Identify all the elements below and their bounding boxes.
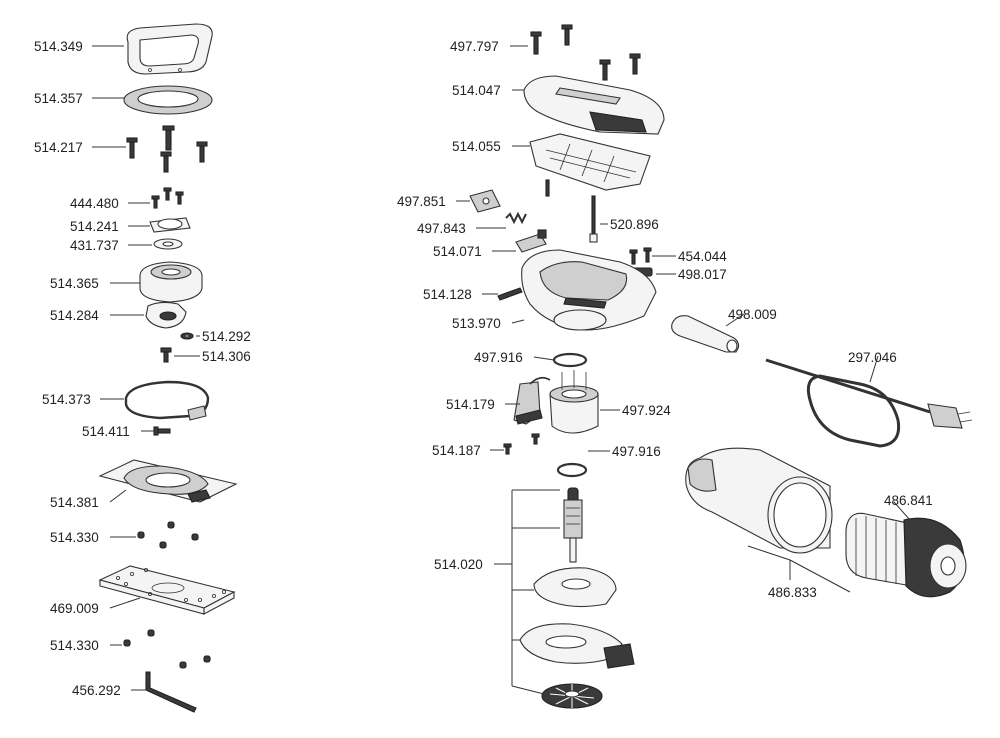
part-armature — [563, 487, 583, 563]
part-switch — [515, 229, 547, 253]
part-top-cover — [523, 75, 665, 135]
label-514-306: 514.306 — [202, 349, 251, 364]
part-spring — [505, 211, 527, 225]
part-filter-cartridge — [845, 512, 967, 598]
label-497-797: 497.797 — [450, 39, 499, 54]
part-pin — [589, 195, 598, 243]
part-screw-514306 — [160, 347, 172, 363]
label-514-047: 514.047 — [452, 83, 501, 98]
part-dust-port — [519, 623, 635, 669]
part-screws-497797 — [530, 24, 641, 81]
part-gasket — [123, 85, 213, 115]
part-switch-plate — [469, 189, 501, 213]
part-hex-key — [145, 671, 197, 713]
part-screw-514411 — [153, 426, 171, 436]
label-497-851: 497.851 — [397, 194, 446, 209]
part-counterweight — [145, 301, 187, 329]
label-514-179: 514.179 — [446, 397, 495, 412]
label-497-916-lower: 497.916 — [612, 444, 661, 459]
part-stator — [549, 370, 599, 434]
part-fan — [541, 683, 603, 709]
label-520-896: 520.896 — [610, 217, 659, 232]
label-498-017: 498.017 — [678, 267, 727, 282]
part-filter-canister — [685, 447, 833, 554]
leader-lines — [92, 45, 911, 695]
label-514-292: 514.292 — [202, 329, 251, 344]
label-514-128: 514.128 — [423, 287, 472, 302]
part-base-plate — [98, 459, 238, 503]
label-486-833: 486.833 — [768, 585, 817, 600]
label-486-841: 486.841 — [884, 493, 933, 508]
part-screws-514217 — [126, 125, 208, 173]
label-514-411: 514.411 — [82, 424, 130, 439]
part-screws-444480 — [151, 187, 184, 209]
part-screws-454044 — [629, 247, 652, 265]
label-514-020: 514.020 — [434, 557, 483, 572]
part-sanding-pad — [98, 565, 236, 615]
label-514-373: 514.373 — [42, 392, 91, 407]
label-444-480: 444.480 — [70, 196, 119, 211]
part-brush-holder — [513, 376, 551, 425]
label-514-241: 514.241 — [70, 219, 119, 234]
label-497-843: 497.843 — [417, 221, 466, 236]
part-clamp-band — [124, 380, 210, 421]
part-eccentric-housing — [139, 261, 203, 303]
part-washer — [153, 238, 183, 250]
part-small-washer — [180, 332, 194, 340]
label-454-044: 454.044 — [678, 249, 727, 264]
label-513-970: 513.970 — [452, 316, 501, 331]
part-oring-upper — [552, 352, 588, 368]
label-514-217: 514.217 — [34, 140, 83, 155]
part-power-cord — [765, 358, 973, 448]
label-514-381: 514.381 — [50, 495, 99, 510]
label-497-916-upper: 497.916 — [474, 350, 523, 365]
part-labels: 514.349 514.357 514.217 444.480 514.241 … — [34, 39, 933, 698]
part-bearing-plate — [149, 217, 191, 233]
part-screws-514330-lower — [123, 629, 211, 669]
label-297-046: 297.046 — [848, 350, 897, 365]
part-cable-sleeve — [671, 315, 740, 353]
label-497-924: 497.924 — [622, 403, 671, 418]
label-514-055: 514.055 — [452, 139, 501, 154]
label-498-009: 498.009 — [728, 307, 777, 322]
label-456-292: 456.292 — [72, 683, 121, 698]
part-screws-514330-upper — [137, 521, 199, 549]
part-screw-514187 — [503, 433, 540, 455]
part-oring-lower — [556, 462, 588, 478]
label-514-187: 514.187 — [432, 443, 481, 458]
label-514-349: 514.349 — [34, 39, 83, 54]
part-motor-housing — [521, 249, 657, 331]
label-514-330-upper: 514.330 — [50, 530, 99, 545]
part-cable-strip — [497, 287, 523, 301]
label-514-365: 514.365 — [50, 276, 99, 291]
label-469-009: 469.009 — [50, 601, 99, 616]
label-514-330-lower: 514.330 — [50, 638, 99, 653]
label-514-357: 514.357 — [34, 91, 83, 106]
part-fan-housing — [533, 567, 617, 608]
label-514-284: 514.284 — [50, 308, 99, 323]
label-431-737: 431.737 — [70, 238, 119, 253]
part-frame-top — [126, 23, 213, 75]
label-514-071: 514.071 — [433, 244, 482, 259]
part-electronics-board — [529, 133, 651, 197]
